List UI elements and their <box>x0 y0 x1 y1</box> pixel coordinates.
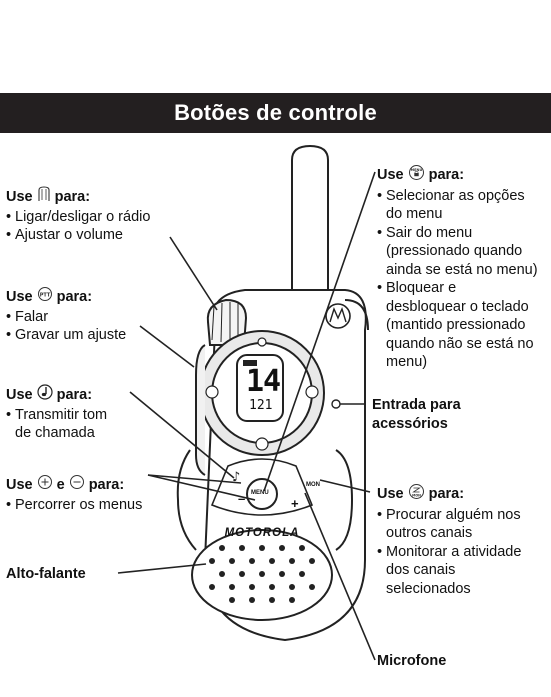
grille-hole <box>229 558 235 564</box>
plus-button-icon <box>37 474 53 496</box>
grille-hole <box>219 571 225 577</box>
plus-label: + <box>291 496 299 511</box>
list-item: Falar <box>6 308 126 327</box>
minus-button-icon <box>69 474 85 496</box>
ptt-button-icon: PTT <box>37 286 53 308</box>
power-volume-callout: Use para: Ligar/desligar o rádio Ajustar… <box>6 186 150 245</box>
list-item: Monitorar a atividade <box>377 543 551 562</box>
list-item-continuation: dos canais <box>386 562 456 578</box>
call-tone-icon <box>37 384 53 406</box>
list-item-continuation: (pressionado quando <box>386 243 523 259</box>
microphone-label: Microfone <box>377 653 447 669</box>
call-tone-callout: Use para: Transmitir tom de chamada <box>6 384 107 443</box>
scroll-menu-callout: Use e para: Percorrer os menus <box>6 474 142 514</box>
grille-hole <box>289 584 295 590</box>
list-item: Sair do menu <box>377 224 551 243</box>
grille-hole <box>269 584 275 590</box>
grille-hole <box>309 584 315 590</box>
grille-hole <box>259 545 265 551</box>
list-item: Procurar alguém nos <box>377 506 551 525</box>
menu-lock-button-icon: MENU <box>408 164 425 187</box>
list-item: Bloquear e <box>377 279 551 298</box>
list-item-continuation: selecionados <box>386 580 471 597</box>
grille-hole <box>289 558 295 564</box>
list-item: Transmitir tom <box>6 406 107 425</box>
grille-hole <box>299 545 305 551</box>
grille-hole <box>259 571 265 577</box>
grille-hole <box>269 597 275 603</box>
ptt-callout: Use PTT para: Falar Gravar um ajuste <box>6 286 126 345</box>
minus-label: – <box>238 491 246 506</box>
grille-hole <box>219 545 225 551</box>
brand-label: MOTOROLA <box>224 527 300 539</box>
list-item: Gravar um ajuste <box>6 326 126 345</box>
grille-hole <box>209 584 215 590</box>
list-item-continuation: menu) <box>386 354 428 370</box>
grille-hole <box>229 597 235 603</box>
grille-hole <box>299 571 305 577</box>
list-item: Selecionar as opções <box>377 187 551 206</box>
list-item: Ligar/desligar o rádio <box>6 208 150 227</box>
svg-text:PTT: PTT <box>39 293 50 299</box>
grille-hole <box>239 545 245 551</box>
power-knob-icon <box>37 186 51 208</box>
monitor-button-callout: Use MON para: Procurar alguém nos outros… <box>377 483 551 598</box>
menu-button <box>246 478 278 510</box>
monitor-button-icon: MON <box>408 483 425 506</box>
mon-button-label: MON <box>306 482 320 488</box>
grille-hole <box>269 558 275 564</box>
channel-code: 121 <box>249 398 273 413</box>
list-item-continuation: desbloquear o teclado <box>386 298 529 315</box>
list-item: Ajustar o volume <box>6 226 150 245</box>
svg-text:MON: MON <box>412 494 421 498</box>
grille-hole <box>279 545 285 551</box>
call-tone-symbol: ♪ <box>232 470 240 485</box>
list-item-continuation: (mantido pressionado <box>386 317 526 333</box>
list-item-continuation: outros canais <box>386 525 473 541</box>
list-item-continuation: ainda se está no menu) <box>386 261 538 278</box>
grille-hole <box>229 584 235 590</box>
page-title: Botões de controle <box>0 93 551 133</box>
grille-hole <box>249 597 255 603</box>
list-item-continuation: quando não se está no <box>386 335 534 352</box>
grille-hole <box>289 597 295 603</box>
channel-number: 14 <box>246 364 281 399</box>
grille-hole <box>279 571 285 577</box>
list-item-continuation: de chamada <box>15 425 95 441</box>
grille-hole <box>239 571 245 577</box>
menu-button-label: MENU <box>251 490 269 496</box>
grille-hole <box>309 558 315 564</box>
lcd-display <box>236 354 284 422</box>
grille-hole <box>249 558 255 564</box>
speaker-label: Alto-falante <box>6 566 86 582</box>
grille-hole <box>249 584 255 590</box>
accessory-jack-label: Entrada para acessórios <box>372 397 461 432</box>
speaker-grille <box>209 545 315 603</box>
motorola-logo <box>325 303 351 329</box>
grille-hole <box>209 558 215 564</box>
list-item: Percorrer os menus <box>6 496 142 515</box>
svg-text:MENU: MENU <box>410 168 422 172</box>
list-item-continuation: do menu <box>386 206 443 222</box>
menu-button-callout: Use MENU para: Selecionar as opções do m… <box>377 164 551 372</box>
